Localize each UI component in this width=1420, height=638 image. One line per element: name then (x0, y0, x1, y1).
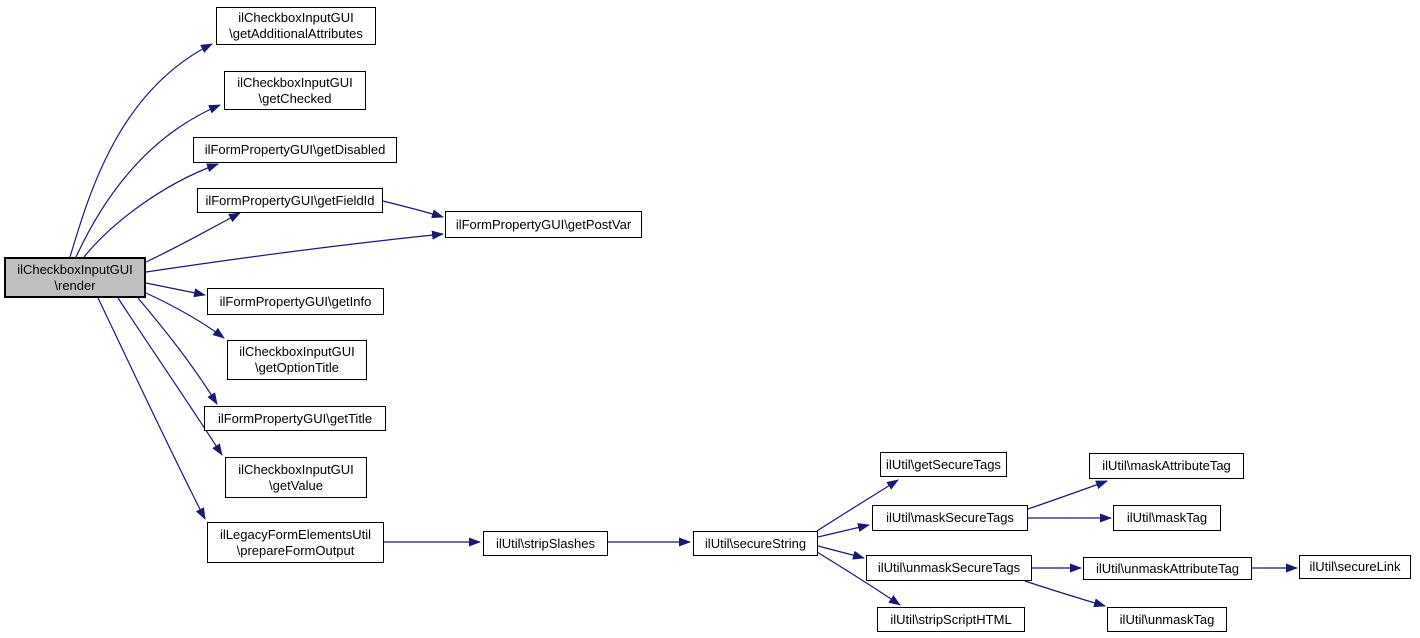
node-label: ilUtil\unmaskSecureTags (877, 560, 1021, 575)
edge-render-prepare-form-output (97, 297, 206, 520)
node-label: ilCheckboxInputGUI (238, 10, 354, 25)
edge-render-get-option-title (145, 292, 225, 339)
edge-render-get-info (145, 282, 206, 298)
node-get-post-var[interactable]: ilFormPropertyGUI\getPostVar (445, 211, 642, 238)
node-label: \getChecked (258, 90, 332, 106)
node-label: ilUtil\unmaskAttributeTag (1095, 560, 1240, 576)
edge-mask-secure-tags-mask-attribute-tag (1027, 480, 1108, 510)
node-label: ilUtil\unmaskTag (1119, 611, 1215, 627)
node-label: ilUtil\stripScriptHTML (890, 611, 1012, 627)
node-label: \render (54, 277, 96, 293)
edge-secure-string-strip-script-html (816, 551, 901, 606)
node-label: ilUtil\maskSecureTags (886, 510, 1014, 525)
node-label: \getAdditionalAttributes (229, 26, 363, 41)
edge-secure-string-unmask-secure-tags (817, 545, 865, 560)
edge-secure-string-get-secure-tags (816, 479, 899, 532)
node-label: \getOptionTitle (254, 360, 340, 375)
node-mask-secure-tags[interactable]: ilUtil\maskSecureTags (872, 505, 1028, 531)
edge-render-get-value (117, 297, 223, 456)
node-strip-script-html[interactable]: ilUtil\stripScriptHTML (877, 607, 1025, 632)
node-label: ilUtil\maskAttributeTag (1102, 458, 1231, 473)
node-mask-tag[interactable]: ilUtil\maskTag (1113, 505, 1221, 531)
node-label: ilFormPropertyGUI\getDisabled (204, 142, 386, 157)
node-label: ilFormPropertyGUI\getFieldId (205, 192, 375, 208)
node-unmask-tag[interactable]: ilUtil\unmaskTag (1107, 607, 1227, 632)
node-label: \getValue (269, 477, 323, 493)
edge-render-get-field-id (145, 212, 241, 263)
node-label: ilUtil\stripSlashes (496, 535, 595, 551)
node-label: ilUtil\secureLink (1309, 559, 1401, 574)
node-get-checked[interactable]: ilCheckboxInputGUI \getChecked (224, 71, 366, 110)
node-label: \prepareFormOutput (236, 542, 355, 558)
node-render: ilCheckboxInputGUI \render (4, 257, 146, 298)
edge-secure-string-mask-secure-tags (817, 523, 870, 538)
node-label: ilCheckboxInputGUI (17, 261, 133, 277)
node-get-option-title[interactable]: ilCheckboxInputGUI \getOptionTitle (227, 340, 367, 380)
node-label: ilUtil\getSecureTags (886, 456, 1001, 472)
node-strip-slashes[interactable]: ilUtil\stripSlashes (483, 531, 608, 556)
node-label: ilUtil\maskTag (1126, 510, 1208, 525)
edge-get-field-id-get-post-var (382, 200, 444, 219)
node-label: ilCheckboxInputGUI (238, 461, 354, 477)
edge-render-get-additional-attributes (69, 43, 213, 258)
node-secure-link[interactable]: ilUtil\secureLink (1299, 555, 1411, 579)
node-get-info[interactable]: ilFormPropertyGUI\getInfo (207, 288, 384, 315)
node-label: ilLegacyFormElementsUtil (220, 526, 371, 542)
edge-unmask-secure-tags-unmask-tag (1024, 580, 1106, 608)
node-unmask-attribute-tag[interactable]: ilUtil\unmaskAttributeTag (1083, 557, 1252, 580)
edge-render-get-checked (75, 104, 221, 258)
node-get-value[interactable]: ilCheckboxInputGUI \getValue (225, 457, 367, 498)
node-unmask-secure-tags[interactable]: ilUtil\unmaskSecureTags (866, 555, 1032, 581)
node-prepare-form-output[interactable]: ilLegacyFormElementsUtil \prepareFormOut… (207, 522, 384, 563)
node-get-field-id[interactable]: ilFormPropertyGUI\getFieldId (197, 188, 383, 213)
node-label: ilUtil\secureString (704, 535, 807, 551)
node-label: ilFormPropertyGUI\getInfo (219, 293, 372, 309)
node-label: ilFormPropertyGUI\getTitle (217, 410, 373, 426)
node-get-disabled[interactable]: ilFormPropertyGUI\getDisabled (193, 137, 397, 163)
node-label: ilFormPropertyGUI\getPostVar (455, 216, 632, 232)
edge-render-get-disabled (83, 163, 219, 258)
edge-render-get-post-var (145, 230, 444, 273)
node-secure-string[interactable]: ilUtil\secureString (693, 531, 818, 556)
node-mask-attribute-tag[interactable]: ilUtil\maskAttributeTag (1089, 453, 1244, 479)
node-label: ilCheckboxInputGUI (237, 74, 353, 90)
node-get-secure-tags[interactable]: ilUtil\getSecureTags (880, 452, 1007, 477)
node-label: ilCheckboxInputGUI (239, 344, 355, 359)
node-get-additional-attributes[interactable]: ilCheckboxInputGUI \getAdditionalAttribu… (216, 7, 376, 45)
node-get-title[interactable]: ilFormPropertyGUI\getTitle (204, 406, 386, 431)
edge-render-get-title (137, 297, 218, 405)
